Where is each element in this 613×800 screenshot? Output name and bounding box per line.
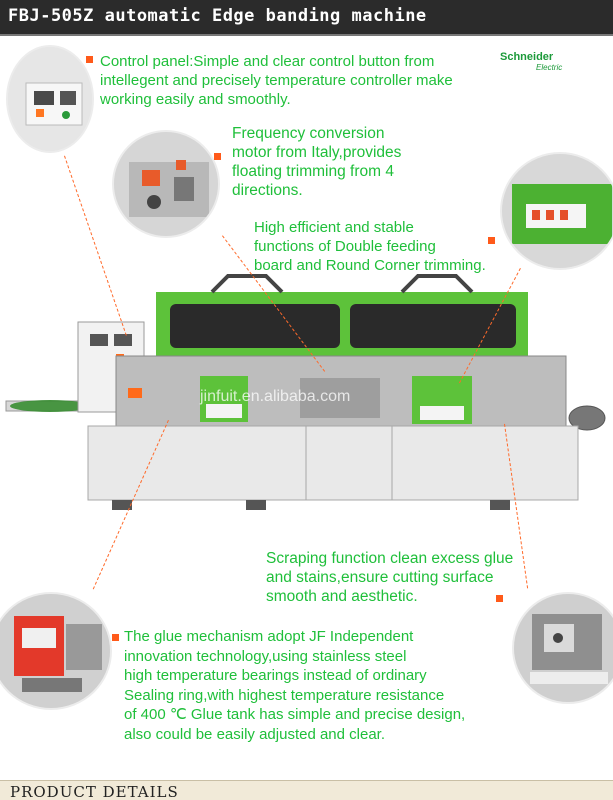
double-feeding-photo (500, 152, 613, 270)
feature-scraping: Scraping function clean excess glue and … (266, 550, 514, 605)
feature-glue: The glue mechanism adopt JF Independent … (124, 628, 466, 743)
product-details-label: PRODUCT DETAILS (10, 783, 179, 800)
bullet-double-feeding (488, 237, 495, 244)
feature-frequency-motor: Frequency conversion motor from Italy,pr… (232, 125, 402, 199)
scraping-photo (512, 592, 613, 704)
schneider-logo: Schneider Electric (500, 51, 580, 73)
bullet-scraping (496, 595, 503, 602)
watermark: jinfuit.en.alibaba.com (200, 388, 351, 405)
control-panel-photo (6, 45, 94, 153)
glue-mechanism-photo (0, 592, 112, 710)
title-bar: FBJ-505Z automatic Edge banding machine (0, 0, 613, 36)
footer-bar: PRODUCT DETAILS (0, 780, 613, 800)
bullet-frequency-motor (214, 153, 221, 160)
feature-control-panel: Control panel:Simple and clear control b… (100, 53, 453, 108)
edge-banding-machine (5, 274, 606, 510)
brand-name: Schneider (500, 51, 554, 63)
brand-sub: Electric (536, 63, 563, 72)
feature-double-feeding: High efficient and stable functions of D… (254, 219, 486, 274)
frequency-motor-photo (112, 130, 220, 238)
bullet-glue (112, 634, 119, 641)
page-title: FBJ-505Z automatic Edge banding machine (8, 6, 427, 26)
bullet-control-panel (86, 56, 93, 63)
